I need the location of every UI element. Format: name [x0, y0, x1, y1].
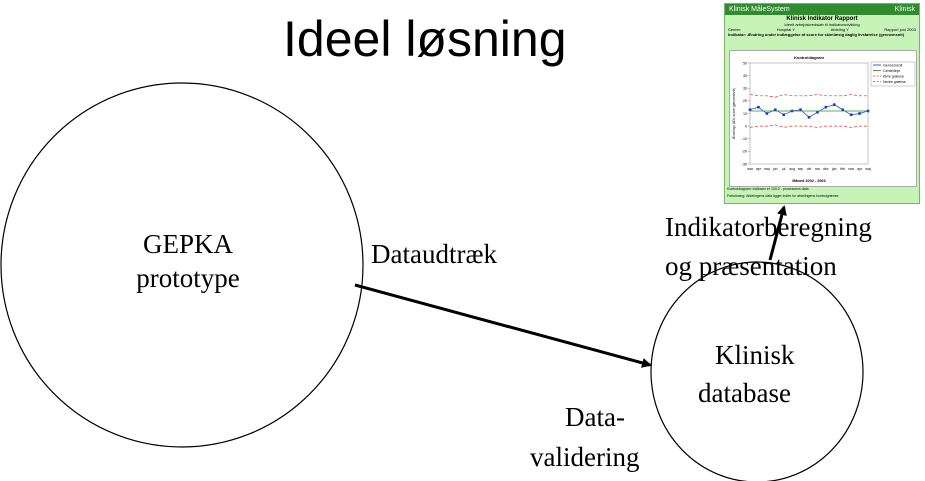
- report-indicator-text: Ændring under indlæggelse af score for s…: [747, 32, 905, 37]
- data-point: [757, 105, 760, 109]
- x-tick-label: maj: [764, 167, 770, 171]
- gepka-label-line1: GEPKA: [142, 229, 233, 259]
- x-tick-label: okt: [807, 167, 812, 171]
- report-title: Klinisk Indikator Rapport: [786, 16, 858, 22]
- data-point: [858, 112, 861, 115]
- data-point: [849, 113, 853, 117]
- y-tick-label: 20: [743, 99, 747, 103]
- legend-label-1: Centerlinje: [883, 69, 900, 73]
- y-tick-label: 0: [745, 124, 747, 128]
- data-point: [824, 105, 828, 109]
- legend-box: [870, 61, 916, 87]
- report-meta-row: Center: Hospital Y Afdeling Y Rapport ju…: [725, 27, 919, 32]
- gepka-label-line2: prototype: [136, 263, 240, 293]
- x-axis-label: Måned 2002 - 2003: [792, 179, 825, 183]
- x-tick-label: mar: [848, 167, 855, 171]
- dataudtraek-arrow: [354, 283, 652, 368]
- y-tick-label: -20: [742, 150, 747, 154]
- report-footer-2: Fortolkning: Afdelingens data ligger ind…: [727, 194, 839, 198]
- y-axis-label: Ændring i ADL score (gennemsnit): [732, 88, 736, 140]
- dataudtraek-label: Dataudtræk: [371, 239, 497, 269]
- chart-title: Kontroldiagram: [794, 55, 824, 60]
- y-tick-label: 30: [743, 87, 747, 91]
- gepka-node: [0, 82, 364, 448]
- x-tick-label: mar: [747, 167, 754, 171]
- report-center-value: Hospital Y: [776, 27, 795, 32]
- x-tick-label: jan: [831, 167, 837, 171]
- report-indicator-row: Indikator: Ændring under indlæggelse af …: [725, 32, 919, 37]
- x-tick-label: jun: [772, 167, 778, 171]
- data-point: [782, 113, 786, 117]
- klinisk-database-node: [650, 261, 864, 481]
- data-point: [799, 108, 802, 112]
- data-point: [807, 115, 811, 119]
- x-tick-label: feb: [840, 167, 845, 171]
- y-tick-label: 40: [743, 74, 747, 78]
- report-date: Rapport juni 2003: [884, 27, 916, 32]
- report-system-name: Klinisk MåleSystem: [729, 6, 790, 13]
- x-tick-label: apr: [857, 167, 863, 171]
- indikator-label-line1: Indikatorberegning: [665, 212, 872, 242]
- data-point: [748, 108, 752, 112]
- slide-title: Ideel løsning: [283, 11, 567, 67]
- indikator-arrow: [768, 205, 787, 261]
- report-center-label: Center:: [728, 27, 742, 32]
- data-point: [765, 112, 769, 115]
- legend-label-3: Nedre grænse: [883, 80, 906, 84]
- legend-label-0: Gennemsnit: [883, 63, 902, 67]
- y-tick-label: -10: [742, 137, 747, 141]
- y-tick-label: -30: [742, 162, 747, 166]
- report-subtitle: Ideelt arbejdskredsløb til indikatorudvi…: [784, 22, 860, 27]
- y-tick-label: 50: [743, 61, 747, 65]
- x-tick-label: dec: [823, 167, 829, 171]
- legend-label-2: Øvre grænse: [883, 74, 904, 78]
- klinisk-label-line2: database: [698, 378, 791, 408]
- data-point: [841, 108, 845, 112]
- validering-label-line2: validering: [530, 442, 640, 472]
- indikator-label-line2: og præsentation: [665, 251, 837, 281]
- indicator-report-thumbnail: Klinisk MåleSystem Klinisk Klinisk Indik…: [724, 3, 920, 204]
- x-tick-label: nov: [815, 167, 821, 171]
- data-point: [832, 103, 836, 106]
- report-footer-1: Kontroldiagram: indikator er 100,0 - pro…: [727, 187, 809, 191]
- data-point: [773, 108, 777, 112]
- klinisk-label-line1: Klinisk: [715, 340, 795, 370]
- x-tick-label: maj: [865, 167, 871, 171]
- report-afdeling: Afdeling Y: [830, 27, 849, 32]
- report-header-bar: Klinisk MåleSystem Klinisk: [725, 4, 919, 15]
- x-tick-label: jul: [781, 167, 786, 171]
- x-tick-label: apr: [756, 167, 762, 171]
- data-point: [816, 110, 819, 114]
- report-system-badge: Klinisk: [894, 6, 915, 13]
- y-tick-label: 10: [743, 112, 747, 116]
- validering-label-line1: Data-: [565, 402, 625, 432]
- x-tick-label: sep: [798, 167, 804, 171]
- report-indicator-label: Indikator:: [728, 32, 747, 37]
- x-tick-label: aug: [789, 167, 795, 171]
